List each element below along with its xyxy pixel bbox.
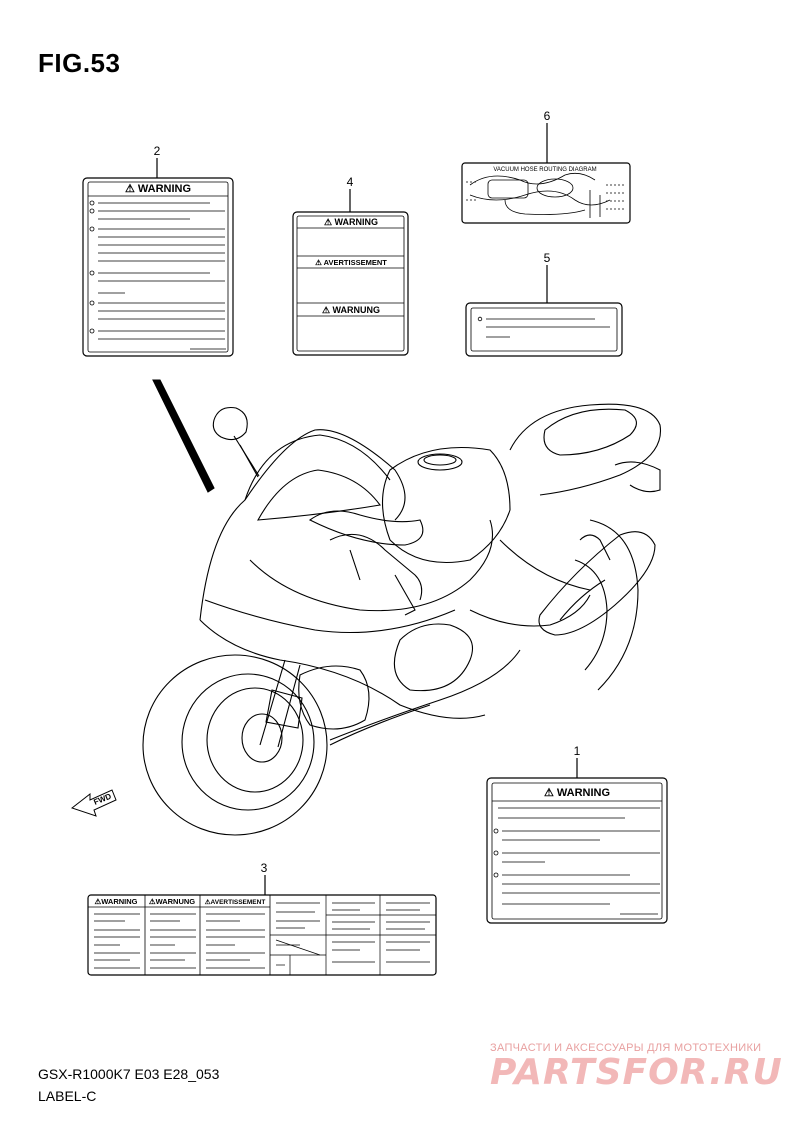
callout-4: 4 (347, 175, 354, 189)
fwd-arrow (70, 789, 117, 817)
warning-triangle-icon: ⚠ (125, 183, 138, 195)
watermark-logo: PARTSFOR.RU (490, 1052, 783, 1093)
label-5[interactable] (465, 265, 623, 357)
label-3-heading-en: ⚠WARNING (95, 897, 138, 906)
warning-triangle-icon: ⚠ (544, 787, 557, 799)
label-1[interactable] (486, 758, 668, 924)
warning-triangle-icon: ⚠ (324, 217, 335, 227)
model-code: GSX-R1000K7 E03 E28_053 (38, 1066, 220, 1082)
label-4[interactable] (292, 189, 409, 356)
warning-triangle-icon: ⚠ (315, 258, 324, 267)
watermark-subtitle: ЗАПЧАСТИ И АКСЕССУАРЫ ДЛЯ МОТОТЕХНИКИ (490, 1042, 762, 1054)
pointer-arrow (152, 379, 215, 493)
label-6-heading: VACUUM HOSE ROUTING DIAGRAM (493, 167, 596, 173)
label-2-heading: ⚠ WARNING (125, 183, 191, 195)
label-4-heading-fr: ⚠ AVERTISSEMENT (315, 258, 387, 267)
label-3-heading-de: ⚠WARNUNG (149, 897, 195, 906)
callout-5: 5 (544, 251, 551, 265)
label-2[interactable] (82, 158, 234, 357)
callout-2: 2 (154, 144, 161, 158)
label-4-heading-en: ⚠ WARNING (324, 217, 378, 227)
warning-triangle-icon: ⚠ (322, 305, 333, 315)
callout-1: 1 (574, 744, 581, 758)
figure-title: FIG.53 (38, 48, 121, 78)
label-3-heading-fr: ⚠AVERTISSEMENT (205, 898, 266, 906)
warning-triangle-icon: ⚠ (205, 898, 212, 906)
motorcycle-drawing (142, 379, 662, 836)
label-1-heading: ⚠ WARNING (544, 787, 610, 799)
label-6[interactable] (461, 123, 631, 224)
label-3[interactable] (87, 875, 437, 976)
callout-3: 3 (261, 861, 268, 875)
figure-category: LABEL-C (38, 1088, 97, 1104)
warning-triangle-icon: ⚠ (149, 897, 156, 906)
front-wheel (142, 654, 328, 836)
callout-6: 6 (544, 109, 551, 123)
warning-triangle-icon: ⚠ (95, 897, 102, 906)
label-4-heading-de: ⚠ WARNUNG (322, 305, 380, 315)
